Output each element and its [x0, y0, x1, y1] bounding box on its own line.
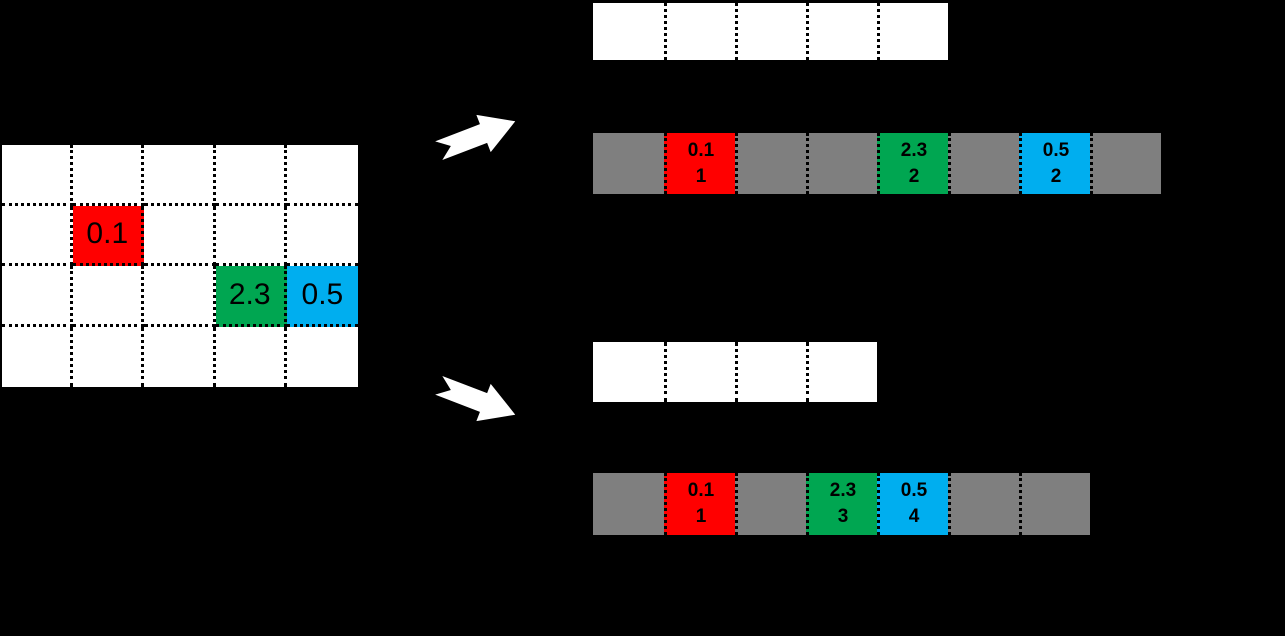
- matrix-cell: [144, 205, 216, 266]
- data-cell-empty: [735, 473, 806, 535]
- cell-index: 4: [908, 506, 920, 527]
- cell-index: 3: [837, 506, 849, 527]
- cell-index: 1: [695, 506, 707, 527]
- pointer-cell: [806, 3, 877, 60]
- cell-index: 2: [1050, 165, 1062, 187]
- top-pointer-strip: [593, 3, 948, 60]
- data-cell-empty: [948, 133, 1019, 194]
- data-cell-empty: [735, 133, 806, 194]
- matrix-cell: [144, 326, 216, 387]
- matrix-cell: [2, 205, 74, 266]
- cell-value: 2.3: [900, 139, 928, 161]
- pointer-cell: [877, 3, 948, 60]
- data-cell-blue: 0.5 2: [1019, 133, 1090, 194]
- sparse-matrix-grid: 0.1 2.3 0.5: [2, 145, 358, 387]
- pointer-cell: [806, 342, 877, 402]
- cell-index: 2: [908, 165, 920, 187]
- matrix-cell: [73, 326, 145, 387]
- pointer-cell: [735, 3, 806, 60]
- matrix-value: 2.3: [228, 277, 271, 311]
- data-cell-green: 2.3 3: [806, 473, 877, 535]
- bottom-data-strip: 0.1 1 2.3 3 0.5 4: [593, 473, 1090, 535]
- matrix-cell: [215, 145, 287, 206]
- cell-value: 0.1: [687, 139, 715, 161]
- matrix-cell: [286, 145, 358, 206]
- data-cell-empty: [1019, 473, 1090, 535]
- pointer-cell: [664, 3, 735, 60]
- arrow-down-right-icon: [435, 375, 516, 422]
- bottom-pointer-strip: [593, 342, 877, 402]
- data-cell-empty: [948, 473, 1019, 535]
- data-cell-empty: [593, 133, 664, 194]
- matrix-cell: [215, 326, 287, 387]
- pointer-cell: [735, 342, 806, 402]
- data-cell-red: 0.1 1: [664, 133, 735, 194]
- data-cell-red: 0.1 1: [664, 473, 735, 535]
- matrix-cell: [215, 205, 287, 266]
- pointer-cell: [593, 3, 664, 60]
- data-cell-empty: [593, 473, 664, 535]
- data-cell-green: 2.3 2: [877, 133, 948, 194]
- cell-value: 0.5: [900, 480, 928, 501]
- matrix-cell: [144, 266, 216, 327]
- matrix-cell: [73, 266, 145, 327]
- matrix-cell: [73, 145, 145, 206]
- matrix-cell: [144, 145, 216, 206]
- arrow-up-right-icon: [435, 114, 516, 161]
- matrix-cell-blue: 0.5: [286, 266, 358, 327]
- cell-index: 1: [695, 165, 707, 187]
- matrix-value: 0.1: [86, 217, 129, 251]
- data-cell-blue: 0.5 4: [877, 473, 948, 535]
- data-cell-empty: [806, 133, 877, 194]
- matrix-cell: [2, 266, 74, 327]
- matrix-cell: [2, 145, 74, 206]
- matrix-cell-green: 2.3: [215, 266, 287, 327]
- matrix-cell: [2, 326, 74, 387]
- matrix-cell: [286, 326, 358, 387]
- data-cell-empty: [1090, 133, 1161, 194]
- matrix-cell-red: 0.1: [73, 205, 145, 266]
- matrix-value: 0.5: [301, 277, 344, 311]
- matrix-cell: [286, 205, 358, 266]
- cell-value: 2.3: [829, 480, 857, 501]
- cell-value: 0.1: [687, 480, 715, 501]
- cell-value: 0.5: [1042, 139, 1070, 161]
- pointer-cell: [664, 342, 735, 402]
- top-data-strip: 0.1 1 2.3 2 0.5 2: [593, 133, 1161, 194]
- pointer-cell: [593, 342, 664, 402]
